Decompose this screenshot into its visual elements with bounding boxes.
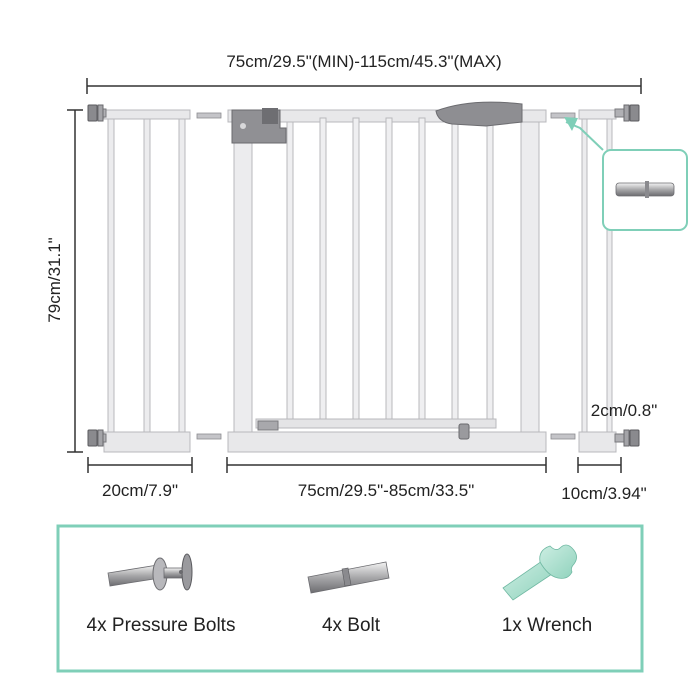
- total-width-label: 75cm/29.5"(MIN)-115cm/45.3"(MAX): [226, 52, 501, 71]
- accessory-label-bolt: 4x Bolt: [322, 615, 381, 636]
- left-extension-label: 20cm/7.9": [102, 481, 178, 500]
- accessory-label-wrench: 1x Wrench: [502, 615, 592, 636]
- left-bottom-pressure-knob: [87, 429, 107, 447]
- right-extension-panel: [578, 109, 617, 453]
- total-width-dimension: 75cm/29.5"(MIN)-115cm/45.3"(MAX): [86, 52, 642, 94]
- right-extension-label: 10cm/3.94": [561, 484, 646, 503]
- bottom-lock: [257, 420, 470, 440]
- main-gate-label: 75cm/29.5"-85cm/33.5": [298, 481, 475, 500]
- left-extension-panel: [103, 109, 191, 453]
- accessories-box: 4x Pressure Bolts 4x Bolt 1x Wrench: [56, 524, 644, 673]
- bolt-callout: [564, 117, 688, 231]
- accessory-label-pressure-bolts: 4x Pressure Bolts: [87, 615, 236, 636]
- bottom-bar-label: 2cm/0.8": [591, 401, 658, 420]
- connector-pins: [196, 112, 576, 440]
- height-label: 79cm/31.1": [45, 237, 64, 322]
- height-dimension: 79cm/31.1": [45, 109, 83, 453]
- pressure-bolt-icon: [107, 553, 193, 591]
- bolt-icon: [307, 561, 390, 594]
- right-top-pressure-knob: [614, 104, 640, 122]
- main-gate-dimension: 75cm/29.5"-85cm/33.5": [226, 457, 547, 500]
- hinge-bracket: [231, 108, 287, 144]
- left-extension-dimension: 20cm/7.9": [87, 457, 193, 500]
- gate-door-bars: [255, 117, 497, 429]
- wrench-icon: [502, 544, 577, 601]
- right-bottom-pressure-knob: [614, 429, 640, 447]
- handle-latch: [435, 101, 523, 127]
- right-extension-dimension: 10cm/3.94": [561, 457, 647, 503]
- left-top-pressure-knob: [87, 104, 107, 122]
